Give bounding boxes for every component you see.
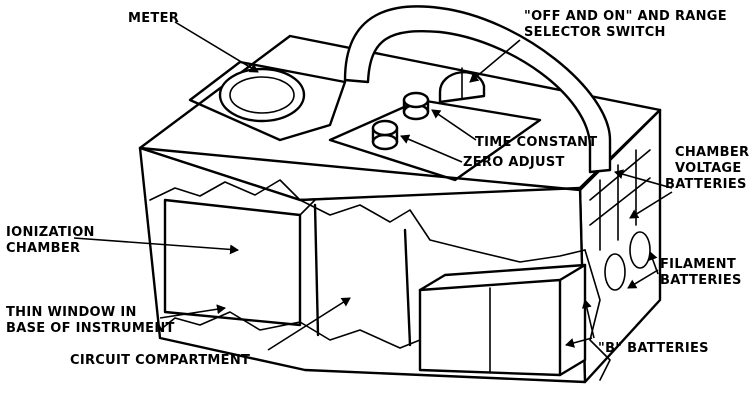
label-meter: METER xyxy=(128,11,179,26)
label-thin-window-2: BASE OF INSTRUMENT xyxy=(6,321,175,336)
label-zero-adjust: ZERO ADJUST xyxy=(463,155,565,170)
label-filament-1: FILAMENT xyxy=(660,257,736,272)
label-time-constant: TIME CONSTANT xyxy=(475,135,597,150)
label-filament-2: BATTERIES xyxy=(660,273,742,288)
time-constant-knob xyxy=(404,93,428,119)
label-b-batteries: "B" BATTERIES xyxy=(598,341,709,356)
label-chamber-voltage-1: CHAMBER xyxy=(675,145,749,160)
label-ionization-1: IONIZATION xyxy=(6,225,95,240)
label-chamber-voltage-3: BATTERIES xyxy=(665,177,747,192)
label-selector-switch-2: SELECTOR SWITCH xyxy=(524,25,666,40)
label-thin-window-1: THIN WINDOW IN xyxy=(6,305,137,320)
label-ionization-2: CHAMBER xyxy=(6,241,80,256)
label-circuit-compartment: CIRCUIT COMPARTMENT xyxy=(70,353,250,368)
label-selector-switch-1: "OFF AND ON" AND RANGE xyxy=(524,9,727,24)
label-chamber-voltage-2: VOLTAGE xyxy=(675,161,742,176)
